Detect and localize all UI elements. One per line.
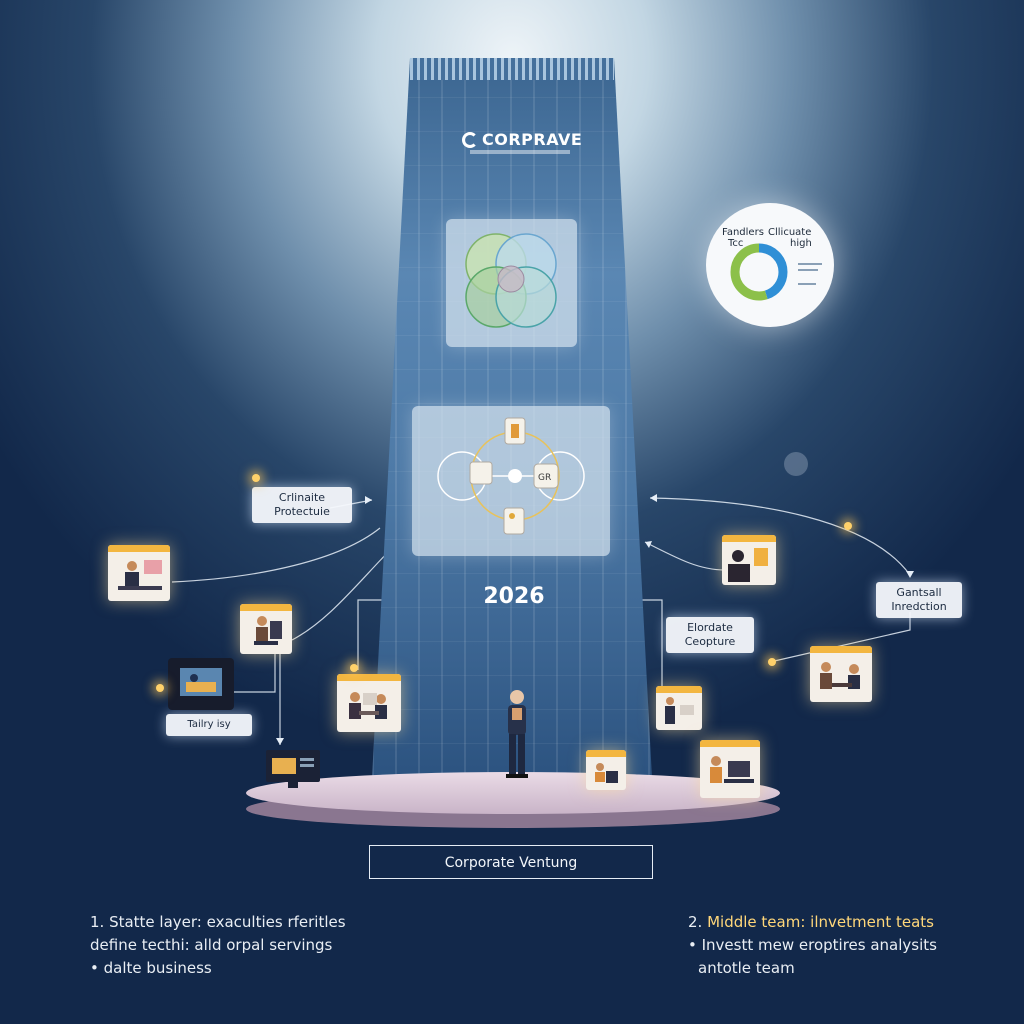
donut-segment-2 xyxy=(730,243,788,301)
label-elaborate-capture: Elordate Ceopture xyxy=(666,617,754,653)
glow-dot xyxy=(768,658,776,666)
caption-right-number: 2. xyxy=(688,913,703,931)
donut-note-line-2 xyxy=(798,269,818,271)
standing-person-icon xyxy=(665,697,694,724)
venn-diagram-icon xyxy=(465,233,557,328)
card-meeting-right xyxy=(810,646,872,702)
card-person-bottom xyxy=(586,750,626,790)
label-climate-protection: Crlinaite Protectuie xyxy=(252,487,352,523)
donut-chart: Fandlers Tcc Cllicuate high xyxy=(706,203,834,327)
monitor-screen xyxy=(168,658,234,710)
caption-right-line-3: antotle team xyxy=(698,959,795,977)
logo-mark-icon xyxy=(462,132,478,148)
svg-text:GR: GR xyxy=(538,473,551,483)
caption-left: 1. Statte layer: exaculties rferitles de… xyxy=(90,911,420,980)
person-at-screen-icon xyxy=(728,548,768,582)
year-label: 2026 xyxy=(483,584,545,609)
tower-crown xyxy=(410,58,614,80)
card-tab xyxy=(240,604,292,611)
line-card-right-1 xyxy=(644,541,726,571)
tower-logo-text: CORPRAVE xyxy=(482,130,583,149)
caption-left-line-3: • dalte business xyxy=(90,959,212,977)
glow-dot xyxy=(156,684,164,692)
donut-label-left-bottom: Tcc xyxy=(728,238,744,249)
label-tailry: Tailry isy xyxy=(166,714,252,736)
person-sitting-icon xyxy=(254,616,282,645)
card-tab xyxy=(810,646,872,653)
bokeh-dot xyxy=(784,452,808,476)
glow-dot xyxy=(844,522,852,530)
venn-panel xyxy=(446,219,577,347)
line-card-left-1 xyxy=(171,527,381,583)
card-person-right-top xyxy=(722,535,776,585)
caption-right-heading: Middle team: ilnvetment teats xyxy=(707,913,934,931)
card-person-chair xyxy=(240,604,292,654)
label-central-interaction: Gantsall Inredction xyxy=(876,582,962,618)
card-tab xyxy=(700,740,760,747)
glow-dot xyxy=(252,474,260,482)
glow-dot xyxy=(350,664,358,672)
hub-network-icon: GR xyxy=(437,417,585,535)
donut-note-line-1 xyxy=(798,263,822,265)
card-tab xyxy=(722,535,776,542)
presenter-figure xyxy=(506,690,528,778)
donut-label-right-top: Cllicuate xyxy=(768,227,812,238)
caption-left-line-2: define tecthi: alld orpal servings xyxy=(90,936,333,954)
person-working-icon xyxy=(595,763,618,783)
caption-right-line-2: • Investt mew eroptires analysits xyxy=(688,936,937,954)
card-tab xyxy=(586,750,626,757)
donut-ring xyxy=(730,243,788,301)
two-people-meeting-icon xyxy=(349,692,387,719)
card-tab xyxy=(337,674,401,681)
card-person-standing xyxy=(656,686,702,730)
tower-logo: CORPRAVE xyxy=(462,130,582,149)
caption-left-line-1: 1. Statte layer: exaculties rferitles xyxy=(90,913,346,931)
small-monitor xyxy=(266,750,320,790)
line-central-top xyxy=(649,497,911,576)
card-person-desk-left xyxy=(108,545,170,601)
line-card-left-2 xyxy=(291,544,396,641)
computer-screen-icon xyxy=(266,750,320,788)
card-person-laptop xyxy=(700,740,760,798)
person-at-laptop-icon xyxy=(710,756,754,783)
donut-label-left-top: Fandlers xyxy=(722,227,764,238)
donut-label-right-bottom: high xyxy=(790,238,812,249)
stage-platform xyxy=(246,772,780,814)
desktop-monitor-icon xyxy=(180,668,222,696)
card-tab xyxy=(656,686,702,693)
hub-panel: GR xyxy=(412,406,610,556)
tower-logo-subline xyxy=(470,150,570,154)
group-meeting-icon xyxy=(820,662,860,689)
card-tab xyxy=(108,545,170,552)
donut-note-line-3 xyxy=(798,283,816,285)
caption-right-line-1: 2. Middle team: ilnvetment teats xyxy=(688,911,1018,934)
card-meeting-left xyxy=(337,674,401,732)
caption-right: 2. Middle team: ilnvetment teats • Inves… xyxy=(688,911,1018,980)
banner-corporate-venturing: Corporate Ventung xyxy=(369,845,653,879)
person-at-desk-icon xyxy=(118,560,162,590)
